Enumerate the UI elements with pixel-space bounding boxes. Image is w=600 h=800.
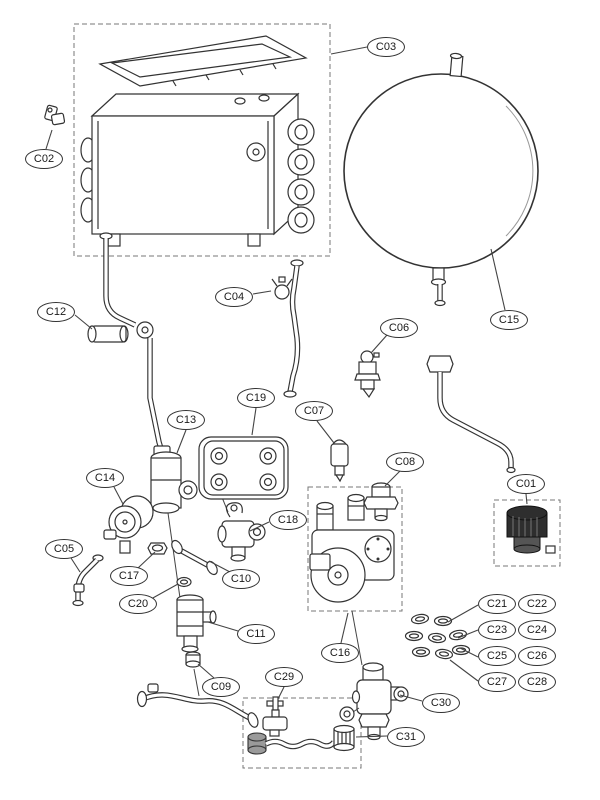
oring-c20 — [176, 576, 192, 588]
cap-c01 — [506, 505, 556, 554]
filling-loop-hose — [247, 732, 337, 755]
callout-C01: C01 — [507, 474, 545, 494]
boundary-box-casing — [73, 23, 331, 257]
valve-c30 — [339, 662, 409, 741]
cap-c09 — [185, 651, 201, 668]
sensor-c07 — [330, 439, 349, 483]
boundary-box-filling-loop — [242, 697, 362, 769]
callout-C05: C05 — [45, 539, 83, 559]
callout-C03: C03 — [367, 37, 405, 57]
expansion-vessel — [343, 52, 539, 286]
callout-C31: C31 — [387, 727, 425, 747]
callout-C12: C12 — [37, 302, 75, 322]
pipe-sleeve-c12 — [87, 325, 129, 343]
callout-C14: C14 — [86, 468, 124, 488]
vessel-pipe — [426, 284, 516, 474]
valve-c11 — [176, 594, 217, 653]
return-pipe-c04 — [283, 259, 304, 398]
callout-C04: C04 — [215, 287, 253, 307]
valve-c18 — [217, 502, 266, 562]
callout-C28: C28 — [518, 672, 556, 692]
callout-C21: C21 — [478, 594, 516, 614]
nut-c17 — [147, 542, 168, 555]
callout-C19: C19 — [237, 388, 275, 408]
callout-C08: C08 — [386, 452, 424, 472]
diverter-valve-c13 — [150, 445, 198, 514]
callout-C23: C23 — [478, 620, 516, 640]
pressure-switch-c08 — [363, 482, 399, 522]
callout-C09: C09 — [202, 677, 240, 697]
callout-C10: C10 — [222, 569, 260, 589]
bottom-pipe — [136, 683, 259, 728]
callout-C26: C26 — [518, 646, 556, 666]
casing-lid — [98, 35, 308, 87]
callout-C16: C16 — [321, 643, 359, 663]
callout-C02: C02 — [25, 149, 63, 169]
leader-lines — [45, 46, 528, 738]
callout-C20: C20 — [119, 594, 157, 614]
retaining-clip-c02 — [44, 104, 66, 126]
boundary-box-pump — [307, 486, 403, 612]
callout-C13: C13 — [167, 410, 205, 430]
callout-C07: C07 — [295, 401, 333, 421]
callout-C24: C24 — [518, 620, 556, 640]
tap-c29 — [262, 696, 288, 737]
callout-C18: C18 — [269, 510, 307, 530]
callout-C29: C29 — [265, 667, 303, 687]
plate-heat-exchanger — [198, 436, 289, 500]
callout-C06: C06 — [380, 318, 418, 338]
oring-set — [404, 613, 471, 660]
callout-C27: C27 — [478, 672, 516, 692]
pipe-clip-c04 — [271, 276, 293, 300]
callout-C25: C25 — [478, 646, 516, 666]
callout-C17: C17 — [110, 566, 148, 586]
callout-C15: C15 — [490, 310, 528, 330]
elbow-pipe-c05 — [72, 554, 104, 607]
actuator-motor-c14 — [103, 495, 154, 554]
callout-C30: C30 — [422, 693, 460, 713]
callout-C22: C22 — [518, 594, 556, 614]
heat-exchanger-casing — [80, 92, 315, 247]
pipe-c10 — [171, 539, 218, 576]
callout-C11: C11 — [237, 624, 275, 644]
air-vent-c06 — [354, 350, 381, 399]
pump-c16 — [309, 493, 395, 603]
nut-c31 — [333, 724, 355, 752]
